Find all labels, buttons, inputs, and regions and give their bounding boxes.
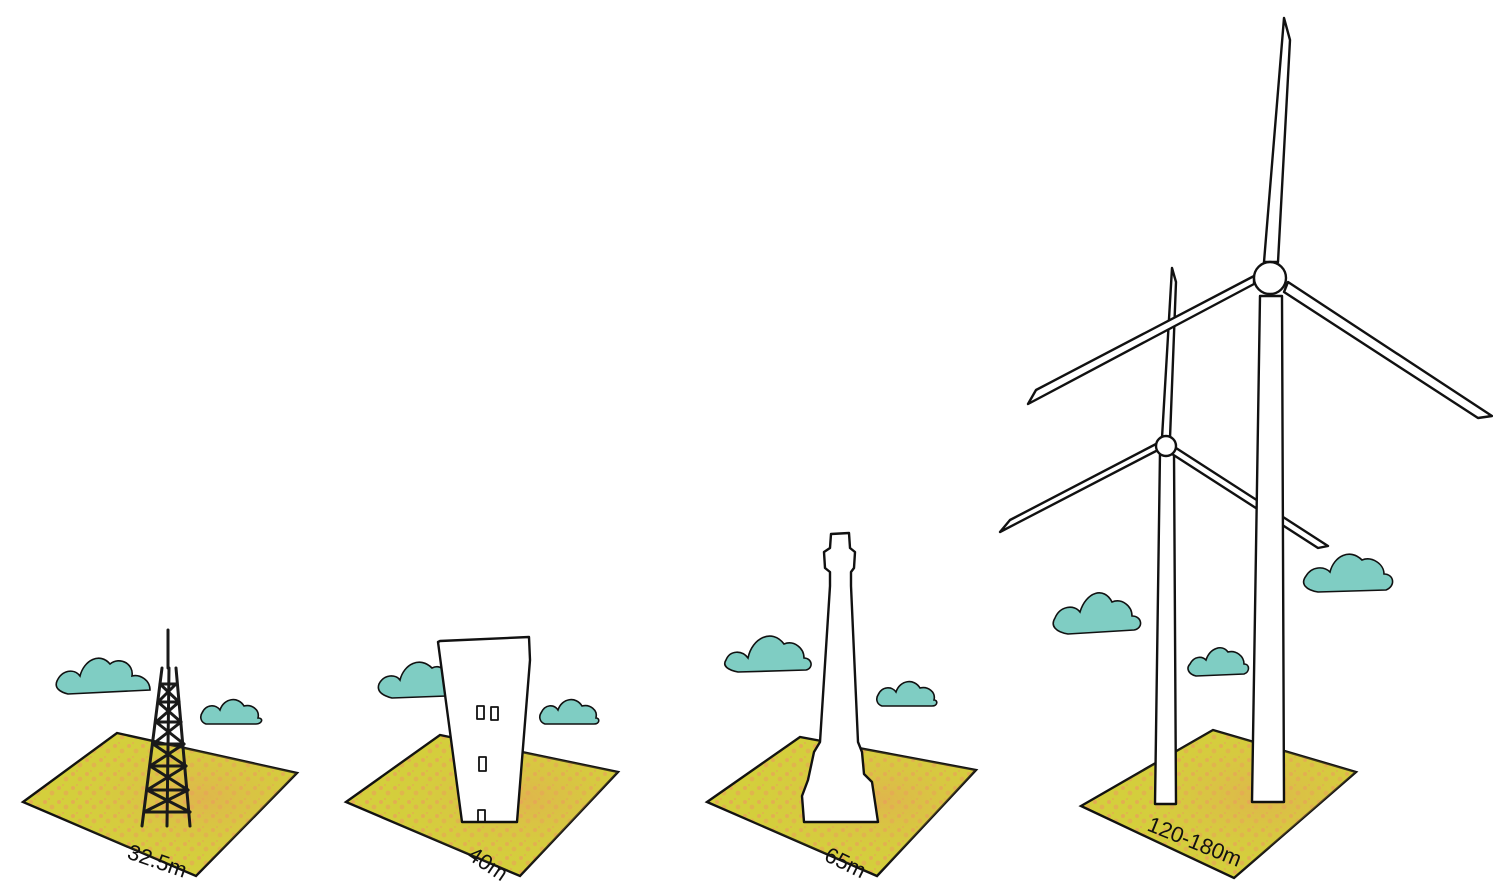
cloud (378, 662, 446, 698)
turbine-hub (1156, 436, 1176, 456)
wind-turbine-tall (1028, 18, 1492, 802)
cloud (1188, 648, 1249, 676)
cloud (540, 700, 599, 724)
turbine-blade (1028, 276, 1254, 404)
structure-chimney: 65m (707, 533, 976, 883)
cloud (1053, 593, 1140, 634)
cloud (877, 682, 937, 706)
turbine-blade (1172, 448, 1328, 548)
turbine-tower (1155, 452, 1176, 804)
turbine-blade (1264, 18, 1290, 262)
structure-lattice-mast: 32.5m (23, 630, 297, 883)
cloud (725, 636, 811, 672)
cloud (56, 658, 150, 694)
turbine-tower (1252, 296, 1284, 802)
structure-water-tower: 40m (346, 637, 618, 884)
structure-wind-turbines: 120-180m (1000, 18, 1492, 878)
turbine-blade (1284, 282, 1492, 418)
chimney-stack (802, 533, 878, 822)
turbine-blade (1162, 268, 1176, 438)
turbine-blade (1000, 444, 1158, 532)
turbine-hub (1254, 262, 1286, 294)
cloud (201, 700, 262, 724)
cloud (1304, 554, 1393, 592)
